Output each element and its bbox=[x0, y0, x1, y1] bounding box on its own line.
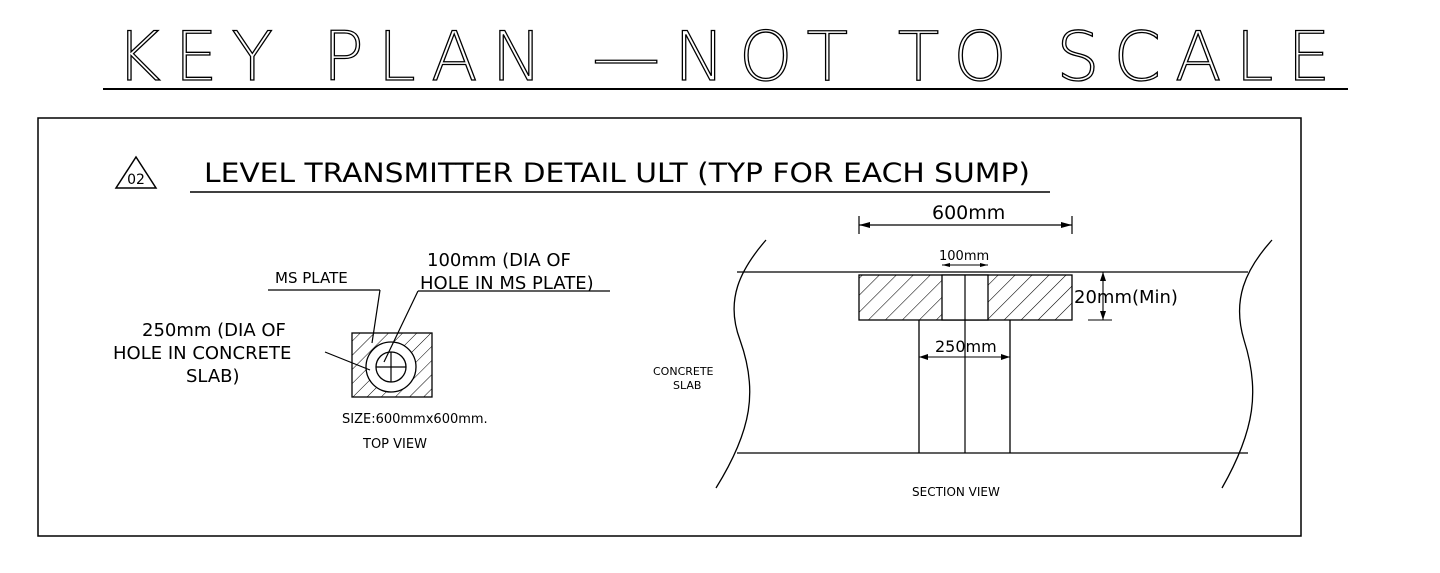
size-label: SIZE:600mmx600mm. bbox=[342, 412, 488, 427]
ms-plate-label: MS PLATE bbox=[275, 269, 348, 287]
dia-250-line1: 250mm (DIA OF bbox=[142, 320, 286, 341]
dia-100-line2: HOLE IN MS PLATE) bbox=[420, 273, 594, 294]
dim-250-label: 250mm bbox=[935, 337, 997, 356]
detail-title: LEVEL TRANSMITTER DETAIL ULT (TYP FOR EA… bbox=[204, 158, 1030, 189]
detail-number: 02 bbox=[127, 172, 145, 188]
page-title: KEY PLAN —NOT TO SCALE bbox=[116, 18, 1344, 97]
dia-250-line3: SLAB) bbox=[186, 366, 240, 387]
left-break-line bbox=[715, 239, 767, 489]
concrete-slab-label-line2: SLAB bbox=[673, 379, 701, 392]
dim-600-label: 600mm bbox=[932, 202, 1005, 224]
top-view-label: TOP VIEW bbox=[362, 437, 427, 452]
concrete-slab-label-line1: CONCRETE bbox=[653, 365, 714, 378]
top-view bbox=[268, 289, 610, 398]
dim-20-label: 20mm(Min) bbox=[1074, 287, 1178, 308]
dia-100-line1: 100mm (DIA OF bbox=[427, 250, 571, 271]
detail-frame bbox=[37, 117, 1302, 537]
right-break-line bbox=[1221, 239, 1273, 489]
section-view bbox=[715, 216, 1273, 489]
dia-250-line2: HOLE IN CONCRETE bbox=[113, 343, 291, 364]
dim-100-label: 100mm bbox=[939, 249, 989, 264]
section-view-label: SECTION VIEW bbox=[912, 485, 1000, 499]
detail-number-marker: 02 bbox=[114, 155, 158, 189]
